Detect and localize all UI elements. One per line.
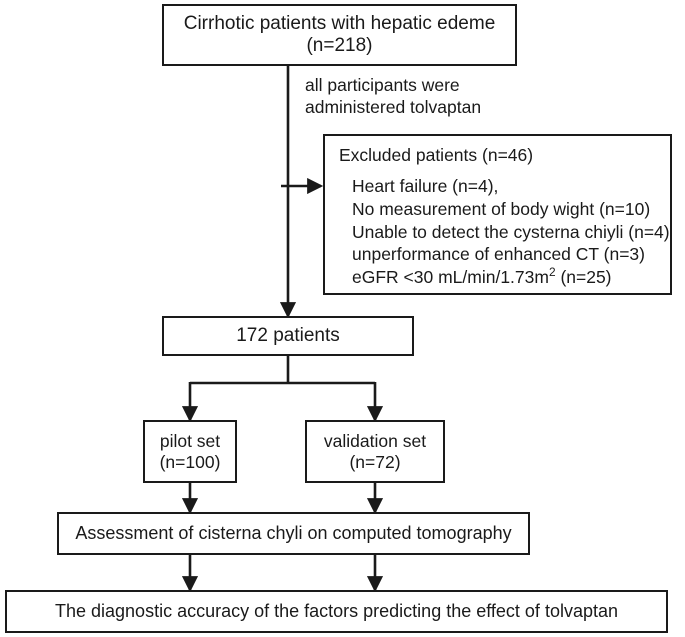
note-intervention: all participants were administered tolva… [305,75,482,118]
node-outcome: The diagnostic accuracy of the factors p… [5,590,668,633]
excluded-reason-egfr-exponent: 2 [548,265,556,280]
excluded-reason-egfr-prefix: eGFR <30 mL/min/1.73m [352,267,549,287]
node-pilot-set: pilot set (n=100) [143,420,237,483]
node-validation-set: validation set (n=72) [305,420,445,483]
excluded-reasons: Heart failure (n=4), No measurement of b… [352,176,670,265]
excluded-reason-egfr-suffix: (n=25) [555,267,612,287]
excluded-reason-egfr: eGFR <30 mL/min/1.73m2 (n=25) [339,266,670,289]
excluded-title: Excluded patients (n=46) [339,145,534,165]
node-excluded: Excluded patients (n=46) Heart failure (… [323,134,672,295]
node-cohort: Cirrhotic patients with hepatic edeme (n… [162,4,517,66]
node-included: 172 patients [162,316,414,356]
node-assessment: Assessment of cisterna chyli on computed… [57,512,530,555]
